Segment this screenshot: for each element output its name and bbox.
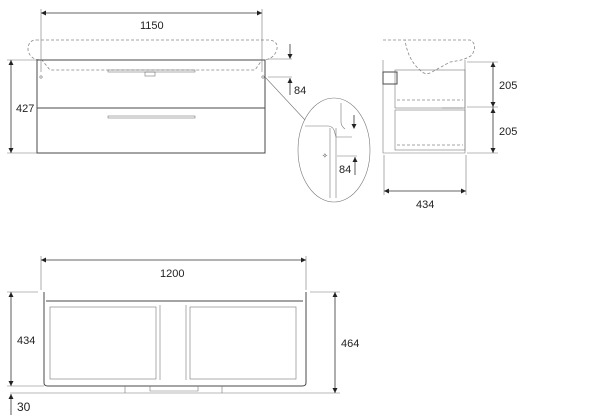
plan-depth-label: 434 [17,335,35,347]
basin-outline [27,39,278,71]
drawer-handle-bottom [107,115,196,119]
detail-circle [297,97,371,203]
plan-width-label: 1200 [160,268,184,280]
height-dimension-label: 427 [16,103,34,115]
drawer-bottom-height-label: 205 [499,126,517,138]
detail-offset-label: 84 [339,164,351,176]
detail-leader-line [264,76,306,121]
width-dimension-label: 1150 [140,20,164,32]
side-view: 205 205 434 [382,39,517,211]
offset-dimension-label: 84 [294,85,306,97]
plan-offset-label: 30 [17,400,31,414]
cabinet-front [36,59,266,154]
front-view: 1150 427 84 [7,9,306,154]
side-basin-outline [383,39,475,74]
detail-view: ✧ 84 [297,97,371,203]
svg-text:✧: ✧ [322,152,328,160]
drawer-right [189,306,297,380]
drawer-left [49,306,157,380]
plan-total-depth-label: 464 [341,338,359,350]
plan-view: 1200 434 464 30 [7,256,359,415]
drain [144,71,156,77]
side-depth-label: 434 [416,199,434,211]
drawer-top-height-label: 205 [499,80,517,92]
